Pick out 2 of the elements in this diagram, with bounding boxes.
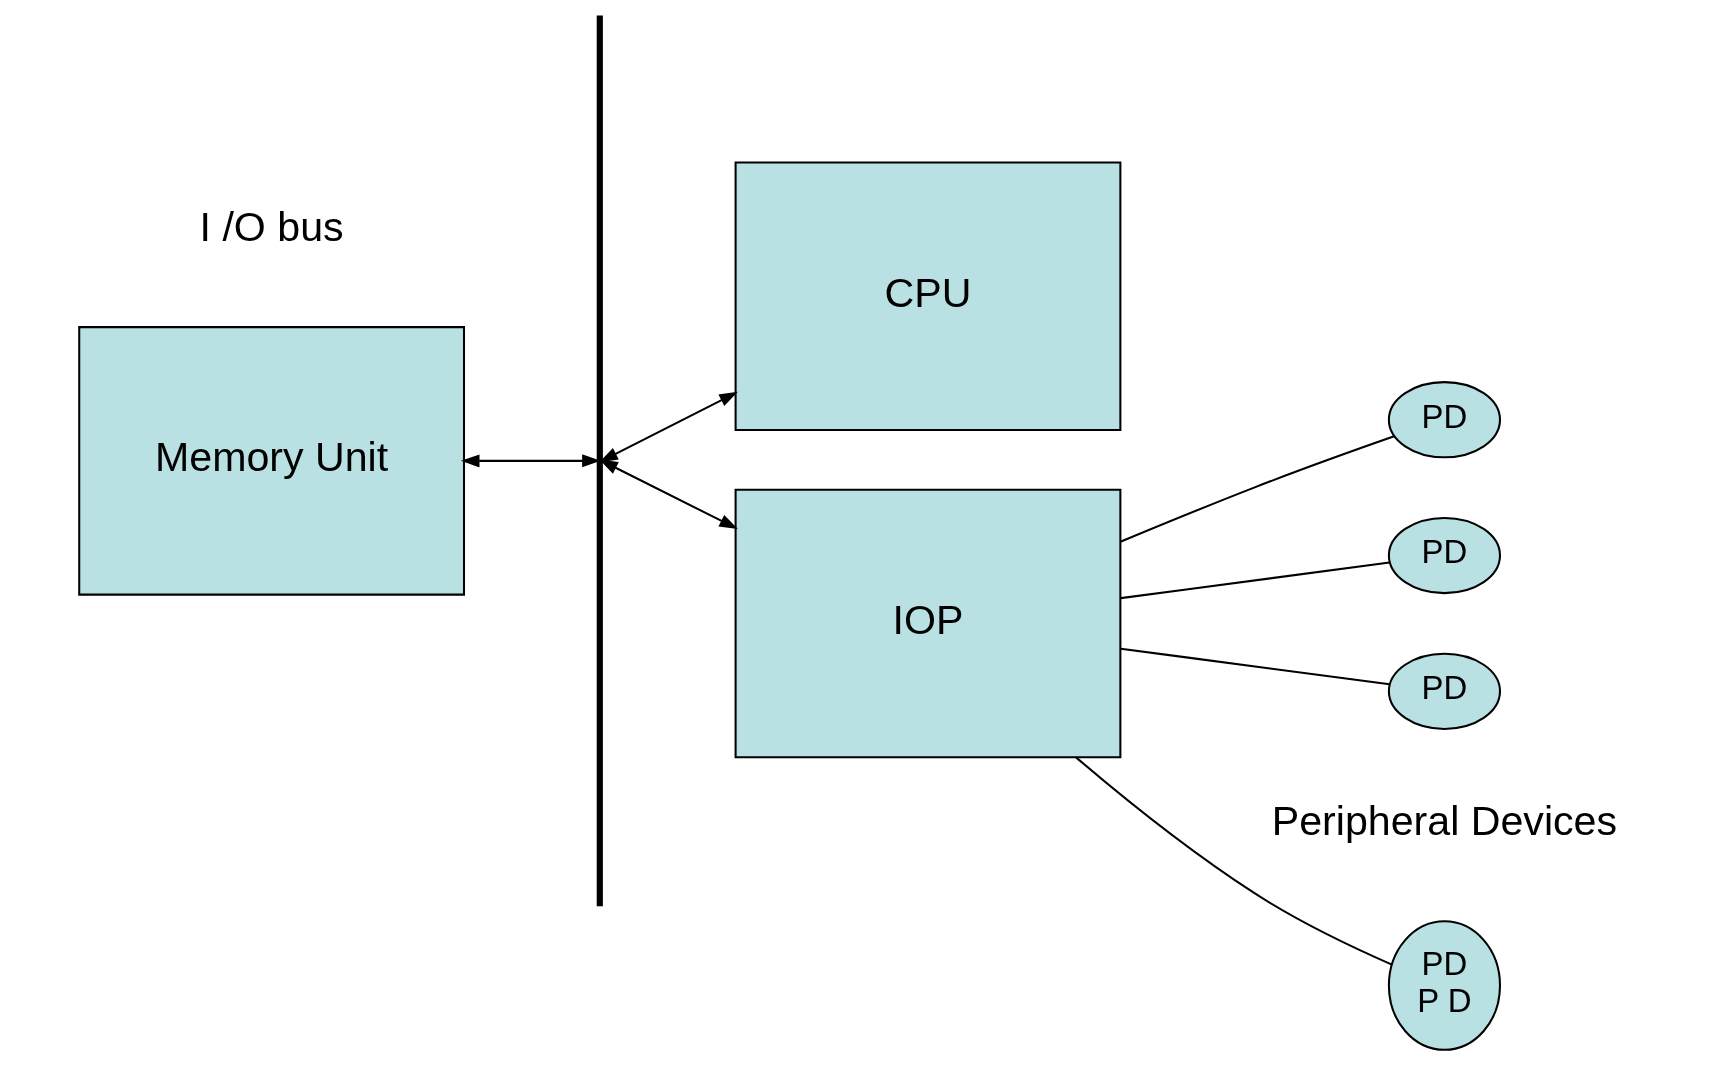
- label: I /O bus: [199, 203, 344, 250]
- label: Peripheral Devices: [1271, 798, 1617, 845]
